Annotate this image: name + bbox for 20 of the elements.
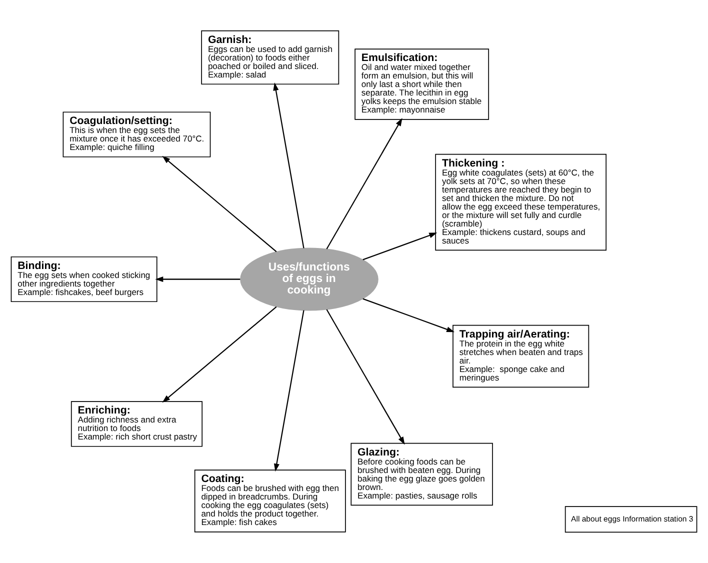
arrow: [362, 298, 455, 332]
arrow: [162, 306, 277, 403]
node-box: Binding: The egg sets when cooked sticking other ingredients together Example: fishcakes, beef burgers: [10, 256, 158, 302]
node-box: Emulsification: Oil and water mixed together form an emulsion, but this will only last a short while then separate. The lecithin in egg yolks keeps the emulsion stable Example: mayonnaise: [354, 48, 490, 120]
node-box: Thickening : Egg white coagulates (sets) at 60°C, the yolk sets at 70°C, so when these temperatures are reached they begin to set and thicken the mixture. Do not allow the egg exceed these temperatures, or the mixture will set fully and curdle (scramble) Example: thickens custard, soups and sauces: [435, 154, 607, 251]
arrow: [362, 232, 438, 260]
arrow: [326, 309, 405, 445]
arrow: [326, 118, 402, 250]
arrow: [162, 156, 277, 252]
node-box: All about eggs Information station 3: [564, 506, 698, 533]
node-box: Enriching: Adding richness and extra nutrition to foods Example: rich short crust pastry: [70, 401, 203, 447]
arrow: [274, 310, 304, 472]
node-ellipse: Uses/functions of eggs in cooking: [240, 248, 378, 311]
node-box: Glazing: Before cooking foods can be brushed with beaten egg. During baking the egg glaze goes golden brown. Example: pasties, sausage rolls: [350, 442, 493, 506]
node-box: Coagulation/setting: This is when the egg sets the mixture once it has exceeded 70°C. Example: quiche filling: [62, 112, 211, 158]
arrow: [273, 82, 304, 248]
node-box: Trapping air/Aerating: The protein in the egg white stretches when beaten and traps air. Example: sponge cake and meringues: [452, 324, 590, 388]
arrow: [155, 276, 240, 282]
node-box: Garnish: Eggs can be used to add garnish (decoration) to foods either poached or boiled and sliced. Example: salad: [201, 30, 340, 85]
node-box: Coating: Foods can be brushed with egg then dipped in breadcrumbs. During cooking the egg coagulates (sets) and holds the product together. Example: fish cakes: [194, 470, 346, 532]
